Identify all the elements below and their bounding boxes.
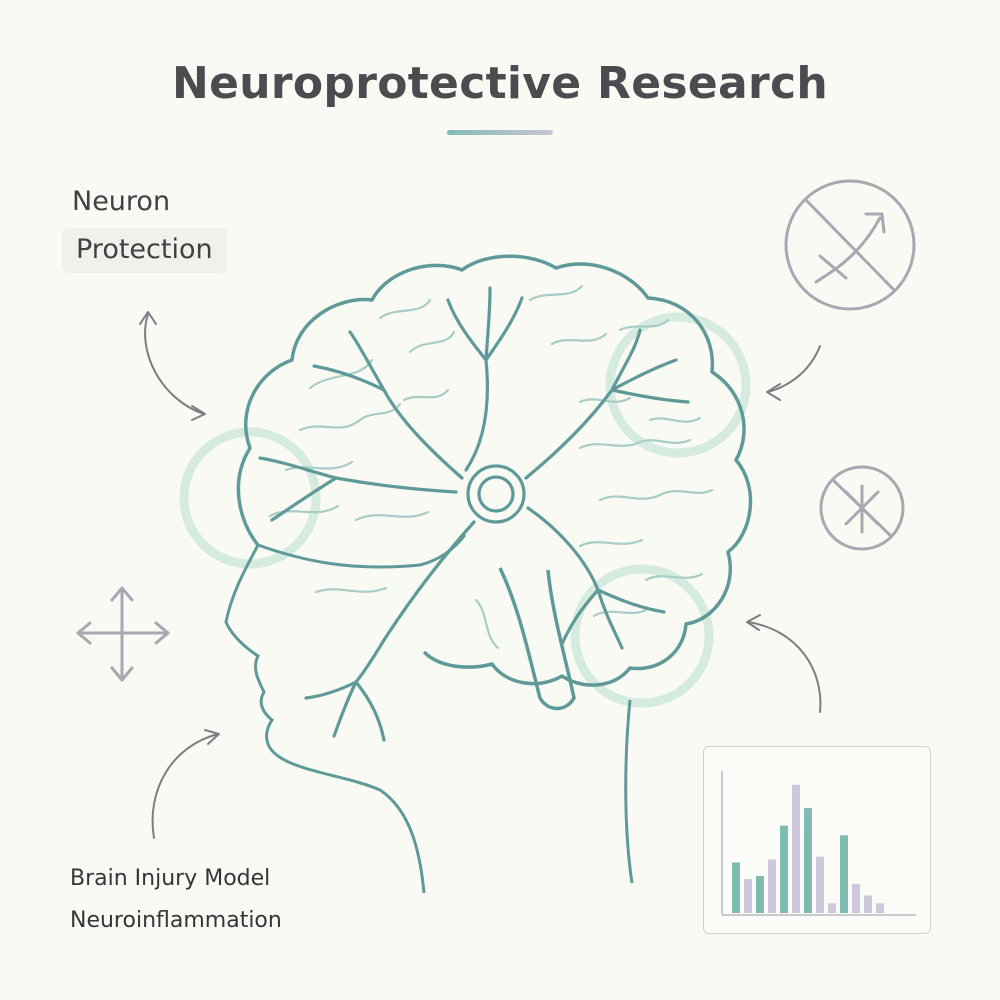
arrow-neuron-protection-head-top	[139, 311, 157, 325]
label-neuroinflammation: Neuroinflammation	[70, 908, 282, 933]
head-back-outline	[624, 699, 634, 884]
neuron-dendrite-left	[258, 456, 458, 522]
connector-arrows	[139, 311, 822, 839]
arrow-chart	[747, 621, 822, 713]
crossed-out-asterisk-icon	[819, 465, 905, 551]
neuron-soma	[466, 464, 526, 524]
chart-bar-1	[732, 862, 740, 913]
highlight-rings	[179, 312, 751, 708]
chart-bar-3	[756, 876, 764, 913]
chart-bar-11	[852, 883, 860, 913]
brain-stem	[498, 567, 576, 711]
brain-folds	[268, 284, 714, 650]
label-neuron: Neuron	[72, 186, 171, 217]
arrow-neuron-protection	[144, 313, 205, 415]
arrow-top-right-icon-head	[766, 383, 781, 401]
highlight-ring-lower-right	[570, 564, 714, 708]
highlight-ring-left	[179, 427, 321, 569]
neuron-dendrite-upper-left	[312, 330, 464, 480]
chart-bar-6	[792, 784, 800, 913]
neuron-axon	[304, 520, 476, 742]
chart-bar-12	[864, 895, 872, 913]
page-title: Neuroprotective Research	[171, 58, 828, 109]
neuron-dendrite-top	[446, 286, 524, 472]
neuron-nucleus	[477, 475, 515, 513]
arrow-injury-model-head	[204, 729, 220, 745]
arrow-top-right-icon	[767, 345, 821, 393]
arrow-neuron-protection-head-end	[191, 405, 206, 421]
neuron-cell	[258, 286, 690, 742]
four-way-arrow-icon	[76, 586, 170, 682]
arrow-injury-model	[151, 733, 219, 839]
chart-bar-2	[744, 879, 752, 913]
head-profile-outline	[224, 544, 426, 894]
neuron-dendrite-lower-right	[526, 506, 666, 650]
neuron-dendrite-upper-right	[524, 328, 690, 480]
label-protection: Protection	[62, 228, 227, 273]
bar-chart-panel	[703, 746, 931, 934]
chart-bar-8	[816, 856, 824, 913]
title-underline	[447, 130, 553, 135]
chart-bar-9	[828, 903, 836, 913]
chart-bar-10	[840, 835, 848, 913]
arrow-chart-head	[746, 614, 761, 631]
bar-chart	[721, 771, 916, 916]
highlight-ring-upper-right	[605, 312, 751, 458]
brain-outline	[236, 254, 753, 687]
label-brain-injury-model: Brain Injury Model	[70, 866, 271, 891]
chart-bar-13	[876, 903, 884, 913]
crossed-out-arrow-icon	[784, 179, 916, 311]
chart-bar-5	[780, 825, 788, 913]
chart-bar-4	[768, 859, 776, 913]
chart-bar-7	[804, 808, 812, 913]
